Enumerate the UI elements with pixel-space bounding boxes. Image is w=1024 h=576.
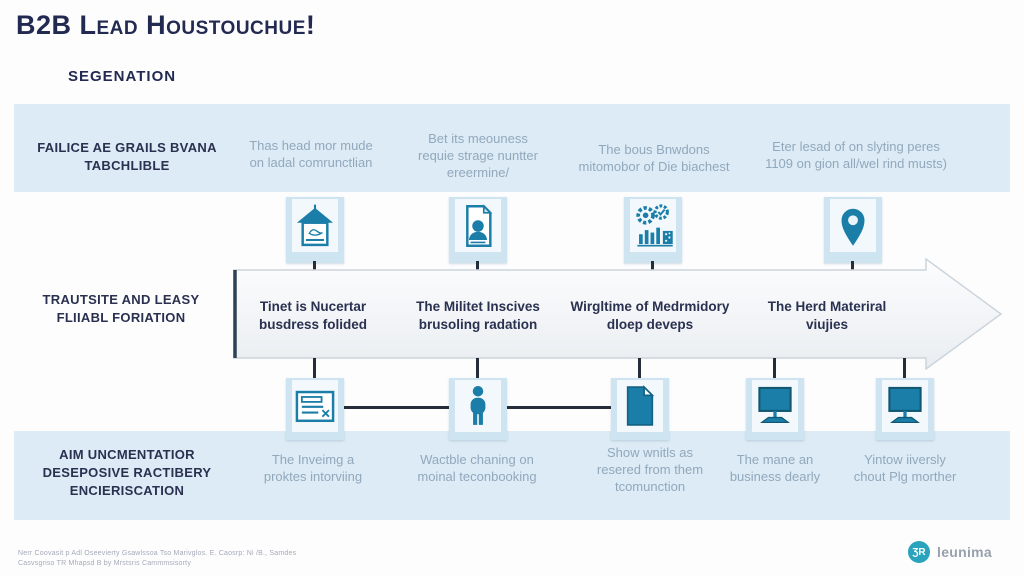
document-icon (617, 380, 663, 432)
connector-line (507, 406, 611, 409)
connector-stem (773, 358, 776, 379)
connector-line (344, 406, 449, 409)
gears-chart-icon (630, 199, 676, 252)
bottom-band (14, 431, 1010, 520)
bottom-row-text-3: Show wnitls as resered from them tcomunc… (596, 445, 704, 494)
top-icon-card-3 (624, 197, 682, 263)
middle-row-label: TRAUTSITE AND LEASY FLIIABL FORIATION (42, 292, 200, 325)
bottom-row-label: AIM UNCMENTATIOR DESEPOSIVE RACTIBERY EN… (42, 447, 212, 498)
connector-stem (313, 358, 316, 379)
connector-stem (638, 358, 641, 379)
connector-stem (476, 358, 479, 379)
top-row-text-2: Bet its meouness requie strage nuntter e… (418, 131, 538, 180)
bottom-row-text-5: Yintow iiversly chout Plg morther (853, 452, 957, 484)
connector-stem (476, 261, 479, 272)
top-icon-card-1 (286, 197, 344, 263)
bottom-icon-card-4 (746, 378, 804, 440)
process-arrow (233, 258, 1003, 370)
location-pin-icon (830, 199, 876, 252)
logo-mark-icon: ƷR (908, 541, 930, 563)
connector-stem (313, 261, 316, 272)
arrow-step-3: Wirgltime of Medrmidory dloep deveps (570, 299, 730, 332)
top-row-text-4: Eter lesad of on slyting peres 1109 on g… (765, 139, 947, 171)
page-subtitle: SEGENATION (68, 68, 177, 85)
connector-stem (903, 358, 906, 379)
bottom-row-text-2: Wactble chaning on moinal teconbooking (417, 452, 537, 484)
top-row-text-1: Thas head mor mude on ladal comrunctlian (249, 138, 373, 170)
footer-credit-line-1: Nerr Coovasit p Adl Oseevierty Gsawlssoa… (18, 550, 297, 557)
bottom-icon-card-1 (286, 378, 344, 440)
connector-stem (851, 261, 854, 272)
form-card-icon (292, 380, 338, 432)
person-icon (455, 380, 501, 432)
bottom-row-text-1: The Inveimg a proktes intorviing (263, 452, 363, 484)
monitor-icon (882, 380, 928, 432)
page-title: B2B Lead Houstouchue! (16, 10, 316, 40)
brand-logo: ƷR leunima (908, 541, 992, 563)
document-person-icon (455, 199, 501, 252)
top-row-text-3: The bous Bnwdons mitomobor of Die biache… (578, 142, 730, 174)
footer-credit-line-2: Casvsgriso TR Mhapsd B by Mrstsris Cammm… (18, 560, 192, 567)
logo-wordmark: leunima (937, 544, 993, 560)
bottom-icon-card-3 (611, 378, 669, 440)
arrow-step-1: Tinet is Nucertar busdress folided (258, 299, 368, 332)
bottom-icon-card-5 (876, 378, 934, 440)
bottom-icon-card-2 (449, 378, 507, 440)
top-icon-card-4 (824, 197, 882, 263)
monitor-icon (752, 380, 798, 432)
top-row-label: FAILICE AE GRAILS BVANA TABCHLIBLE (37, 140, 217, 173)
top-icon-card-2 (449, 197, 507, 263)
arrow-step-4: The Herd Materiral viujies (767, 299, 887, 332)
bottom-row-text-4: The mane an business dearly (729, 452, 821, 484)
connector-stem (651, 261, 654, 272)
house-icon (292, 199, 338, 252)
arrow-step-2: The Militet Inscives brusoling radation (416, 299, 540, 332)
top-band (14, 104, 1010, 192)
